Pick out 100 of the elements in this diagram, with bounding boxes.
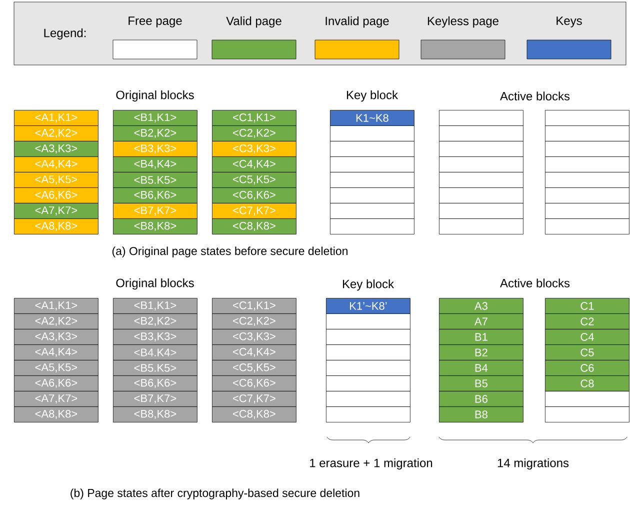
page-cell bbox=[545, 391, 630, 407]
page-cell: B5 bbox=[439, 376, 524, 392]
page-cell bbox=[330, 156, 414, 172]
page-cell bbox=[439, 188, 524, 204]
page-cell: <A6,K6> bbox=[14, 188, 98, 204]
page-cell bbox=[330, 203, 414, 219]
page-cell bbox=[330, 126, 414, 142]
page-cell: <A4,K4> bbox=[14, 344, 98, 360]
page-cell: <C4,K4> bbox=[212, 344, 296, 360]
page-cell: <A7,K7> bbox=[14, 391, 98, 407]
page-cell: <A6,K6> bbox=[14, 376, 98, 392]
page-cell: B2 bbox=[439, 344, 524, 360]
page-cell bbox=[326, 329, 410, 345]
page-cell: <C7,K7> bbox=[212, 203, 296, 219]
label-text: Legend: bbox=[44, 28, 86, 40]
page-cell: <A3,K3> bbox=[14, 141, 98, 157]
page-cell: A3 bbox=[439, 298, 524, 314]
page-cell bbox=[330, 172, 414, 188]
page-cell: <C5,K5> bbox=[212, 360, 296, 376]
page-cell: <B3,K3> bbox=[113, 141, 198, 157]
page-cell: C1 bbox=[545, 298, 630, 314]
page-cell: <C6,K6> bbox=[212, 188, 296, 204]
page-cell: <C1,K1> bbox=[212, 298, 296, 314]
page-cell: C4 bbox=[545, 329, 630, 345]
page-cell: A7 bbox=[439, 314, 524, 330]
page-cell bbox=[545, 110, 630, 126]
page-cell bbox=[326, 360, 410, 376]
page-cell bbox=[439, 141, 524, 157]
page-cell bbox=[326, 314, 410, 330]
page-cell bbox=[326, 406, 410, 422]
page-cell bbox=[439, 126, 524, 142]
page-cell: <A5,K5> bbox=[14, 172, 98, 188]
caption: (b) Page states after cryptography-based secure deletion bbox=[70, 488, 360, 500]
page-cell: <C8,K8> bbox=[212, 218, 296, 234]
page-cell bbox=[545, 218, 630, 234]
page-cell: C8 bbox=[545, 376, 630, 392]
page-cell: <B8,K8> bbox=[113, 406, 198, 422]
page-cell: <C5,K5> bbox=[212, 172, 296, 188]
page-cell: <A8,K8> bbox=[14, 406, 98, 422]
page-cell: <B5.K5> bbox=[113, 360, 198, 376]
page-cell bbox=[545, 406, 630, 422]
page-cell bbox=[439, 156, 524, 172]
page-cell: B4 bbox=[439, 360, 524, 376]
page-cell: <B7,K7> bbox=[113, 391, 198, 407]
page-cell bbox=[545, 203, 630, 219]
block-heading: Key block bbox=[342, 279, 394, 291]
page-cell: K1’~K8’ bbox=[326, 298, 410, 314]
block-heading: Active blocks bbox=[500, 278, 570, 288]
page-cell bbox=[330, 188, 414, 204]
page-cell: <A7,K7> bbox=[14, 203, 98, 219]
page-cell: <B3,K3> bbox=[113, 329, 198, 345]
page-cell bbox=[326, 391, 410, 407]
page-cell: <B6,K6> bbox=[113, 188, 198, 204]
page-cell: <B5.K5> bbox=[113, 172, 198, 188]
legend-label: Keyless page bbox=[428, 16, 498, 28]
page-cell bbox=[545, 156, 630, 172]
page-cell: <C2,K2> bbox=[212, 126, 296, 142]
page-cell bbox=[545, 141, 630, 157]
page-cell: B1 bbox=[439, 329, 524, 345]
page-cell: <A4,K4> bbox=[14, 156, 98, 172]
page-cell bbox=[439, 218, 524, 234]
page-cell: C2 bbox=[545, 314, 630, 330]
page-cell bbox=[439, 110, 524, 126]
block-heading: Active blocks bbox=[500, 92, 570, 100]
legend-label: Invalid page bbox=[326, 16, 389, 28]
page-cell: <C3,K3> bbox=[212, 141, 296, 157]
page-cell: C5 bbox=[545, 344, 630, 360]
page-cell: <A5,K5> bbox=[14, 360, 98, 376]
page-cell: <B1,K1> bbox=[113, 298, 198, 314]
page-cell: <C4,K4> bbox=[212, 156, 296, 172]
caption: (a) Original page states before secure deletion bbox=[112, 246, 348, 258]
page-cell: <B4.K4> bbox=[113, 344, 198, 360]
page-cell bbox=[545, 188, 630, 204]
legend-label: Keys bbox=[556, 16, 582, 28]
page-cell: <C2,K2> bbox=[212, 314, 296, 330]
page-cell bbox=[330, 141, 414, 157]
page-cell: <B4,K4> bbox=[113, 156, 198, 172]
page-cell: <A8,K8> bbox=[14, 218, 98, 234]
block-heading: Original blocks bbox=[116, 90, 194, 102]
node-label: C8 bbox=[580, 380, 594, 388]
page-cell bbox=[439, 203, 524, 219]
page-cell: K1~K8 bbox=[330, 110, 414, 126]
page-cell bbox=[326, 376, 410, 392]
page-cell: <B2,K2> bbox=[113, 314, 198, 330]
page-cell bbox=[326, 344, 410, 360]
legend-label: Valid page bbox=[226, 16, 282, 28]
page-cell: B8 bbox=[439, 406, 524, 422]
page-cell bbox=[545, 172, 630, 188]
page-cell: <A1,K1> bbox=[14, 298, 98, 314]
page-cell: <B8,K8> bbox=[113, 218, 198, 234]
legend-label: Free page bbox=[128, 16, 182, 28]
page-cell: <A2,K2> bbox=[14, 314, 98, 330]
brace-label: 14 migrations bbox=[498, 458, 569, 470]
block-heading: Original blocks bbox=[116, 278, 194, 290]
page-cell: <C6,K6> bbox=[212, 376, 296, 392]
page-cell: <C3,K3> bbox=[212, 329, 296, 345]
page-cell: <B7,K7> bbox=[113, 203, 198, 219]
page-cell: B6 bbox=[439, 391, 524, 407]
page-cell: <A1,K1> bbox=[14, 110, 98, 126]
page-cell bbox=[545, 126, 630, 142]
